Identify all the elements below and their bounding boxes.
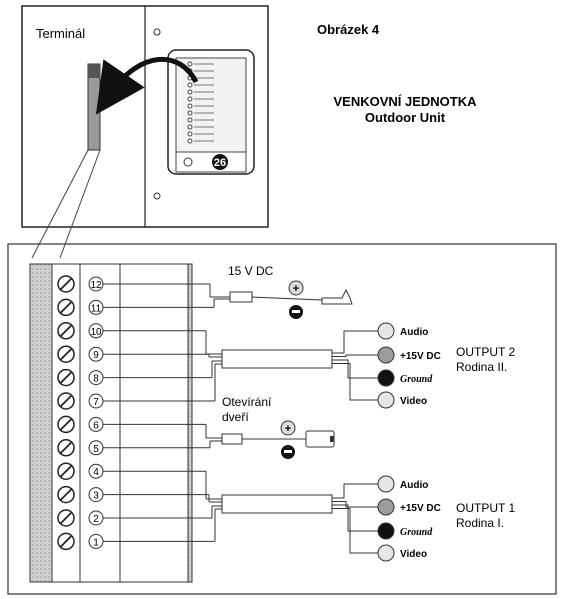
wire-label: Video <box>400 549 427 560</box>
board-pin <box>187 82 193 88</box>
output1-title: OUTPUT 1 <box>456 501 515 515</box>
callout-badge <box>212 154 228 170</box>
terminal-11: 11 <box>57 298 104 317</box>
diagram-frame <box>7 243 557 595</box>
wire-label: Audio <box>400 480 428 491</box>
terminal-7: 7 <box>57 392 104 410</box>
door-opening-label-2: dveří <box>222 410 249 424</box>
terminal-3: 3 <box>57 485 104 504</box>
wire-dot-icon <box>377 391 395 409</box>
terminal-8: 8 <box>57 368 104 387</box>
terminal-number: 5 <box>93 444 99 455</box>
wire-label: +15V DC <box>400 351 441 362</box>
terminal-1: 1 <box>57 532 104 551</box>
terminal-block: 12 11 10 9 8 7 6 5 4 3 2 1 <box>29 263 193 583</box>
connector-board: 26 <box>167 49 255 175</box>
door-lock-icon: + <box>221 420 335 459</box>
board-pin <box>187 89 193 95</box>
wire-dot-icon <box>377 498 395 516</box>
wire-dot-icon <box>377 346 395 364</box>
outdoor-unit-panel: Terminál 26 <box>21 5 269 259</box>
terminal-number: 10 <box>90 327 102 338</box>
terminal-12: 12 <box>57 275 104 293</box>
wires <box>103 283 323 542</box>
wire-label: Ground <box>400 527 433 538</box>
terminal-number: 2 <box>93 514 99 525</box>
door-opening-label-1: Otevírání <box>222 395 272 409</box>
output2-cable <box>221 349 333 369</box>
callout-number: 26 <box>214 157 226 169</box>
board-pin <box>187 96 193 102</box>
terminal-5: 5 <box>57 439 104 457</box>
power-supply-label: 15 V DC <box>228 264 274 278</box>
board-pin <box>187 110 193 116</box>
terminal-10: 10 <box>57 322 104 340</box>
terminal-number: 1 <box>93 537 99 548</box>
board-pin <box>187 124 193 130</box>
terminal-number: 6 <box>93 420 99 431</box>
terminal-strip-small <box>87 63 101 151</box>
output1-cable <box>221 494 333 514</box>
terminal-number: 11 <box>91 303 102 314</box>
terminal-9: 9 <box>57 345 104 363</box>
terminal-number: 9 <box>93 350 99 361</box>
wire-label: +15V DC <box>400 503 441 514</box>
figure-label: Obrázek 4 <box>317 22 380 37</box>
wire-dot-icon <box>377 522 395 540</box>
board-pin <box>187 61 193 67</box>
terminal-number: 4 <box>93 467 99 478</box>
wire-label: Ground <box>400 374 433 385</box>
terminal-number: 8 <box>93 374 99 385</box>
output2-subtitle: Rodina II. <box>456 360 507 374</box>
terminal-label: Terminál <box>36 26 85 41</box>
board-pin <box>187 103 193 109</box>
board-pin <box>187 117 193 123</box>
terminal-number: 7 <box>93 397 99 408</box>
output1-subtitle: Rodina I. <box>456 516 504 530</box>
wire-dot-icon <box>377 544 395 562</box>
power-plug-icon: + <box>229 280 353 319</box>
wire-dot-icon <box>377 369 395 387</box>
board-pin <box>187 138 193 144</box>
title-cz: VENKOVNÍ JEDNOTKA <box>333 94 477 109</box>
svg-text:+: + <box>293 283 299 295</box>
output2-title: OUTPUT 2 <box>456 345 515 359</box>
terminal-number: 12 <box>90 280 102 291</box>
wire-dot-icon <box>377 475 395 493</box>
board-pin <box>187 131 193 137</box>
wire-label: Audio <box>400 327 428 338</box>
svg-text:+: + <box>285 423 291 435</box>
wire-label: Video <box>400 396 427 407</box>
terminal-number: 3 <box>93 491 99 502</box>
title-en: Outdoor Unit <box>365 110 446 125</box>
curved-arrow-icon <box>95 57 199 115</box>
wire-dot-icon <box>377 322 395 340</box>
